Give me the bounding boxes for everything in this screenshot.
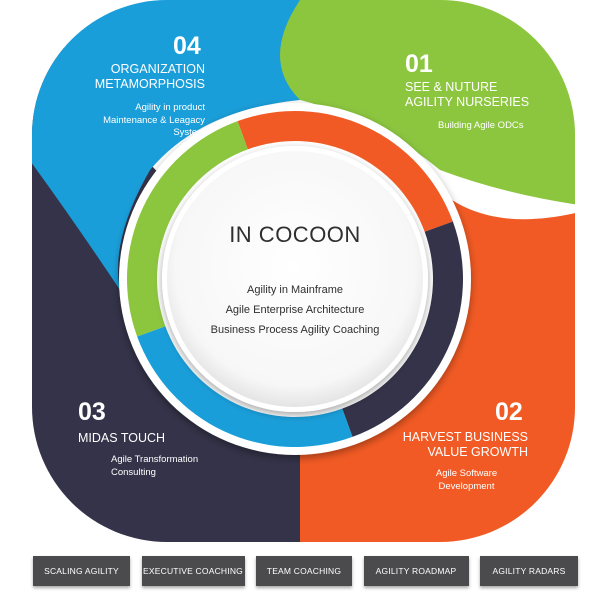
scaling-agility-button[interactable]: SCALING AGILITY bbox=[33, 556, 130, 586]
cocoon-diagram bbox=[32, 0, 575, 542]
quadrant-04-desc-line2: Maintenance & Leagacy bbox=[103, 114, 205, 126]
quadrant-02: 02 HARVEST BUSINESS VALUE GROWTH Agile S… bbox=[385, 398, 528, 493]
quadrant-01-number: 01 bbox=[405, 50, 433, 78]
quadrant-02-desc-line1: Agile Software bbox=[435, 468, 498, 479]
center-ring bbox=[119, 103, 471, 455]
quadrant-03-desc-line1: Agile Transformation bbox=[111, 454, 199, 465]
ring-segment-navy bbox=[342, 221, 463, 437]
center-item: Business Process Agility Coaching bbox=[210, 324, 380, 336]
quadrant-04-title-line1: ORGANIZATION bbox=[110, 62, 205, 76]
quadrant-01: 01 SEE & NUTURE AGILITY NURSERIES Buildi… bbox=[405, 50, 565, 133]
quadrant-04-title-line2: METAMORPHOSIS bbox=[94, 77, 205, 91]
ring-segment-green bbox=[127, 121, 248, 337]
quadrant-01-title-line2: AGILITY NURSERIES bbox=[405, 95, 530, 109]
quadrant-01-title-line1: SEE & NUTURE bbox=[405, 80, 498, 94]
quadrant-03-title-line1: MIDAS TOUCH bbox=[78, 431, 166, 445]
quadrant-02-title-line2: VALUE GROWTH bbox=[427, 445, 528, 459]
ring-segment-blue bbox=[137, 326, 353, 447]
ring-segment-orange bbox=[237, 111, 453, 232]
executive-coaching-button[interactable]: EXECUTIVE COACHING bbox=[141, 556, 245, 586]
quadrant-04-desc-line1: Agility in product bbox=[135, 102, 205, 113]
center-item: Agile Enterprise Architecture bbox=[225, 304, 365, 316]
agility-radars-button[interactable]: AGILITY RADARS bbox=[480, 556, 578, 586]
quadrant-01-shape bbox=[200, 0, 575, 210]
quadrant-04-shape bbox=[32, 0, 300, 290]
quadrant-04-desc-line3: System bbox=[173, 127, 205, 138]
quadrant-02-title-line1: HARVEST BUSINESS bbox=[402, 430, 528, 444]
footer-buttons: SCALING AGILITY EXECUTIVE COACHING TEAM … bbox=[33, 556, 578, 586]
quadrant-02-number: 02 bbox=[495, 398, 523, 426]
quadrant-04-number: 04 bbox=[173, 32, 201, 60]
quadrant-03-number: 03 bbox=[78, 398, 106, 426]
agility-roadmap-button[interactable]: AGILITY ROADMAP bbox=[363, 556, 469, 586]
quadrant-04: 04 ORGANIZATION METAMORPHOSIS Agility in… bbox=[55, 32, 205, 140]
quadrant-01-desc-line1: Building Agile ODCs bbox=[438, 120, 524, 131]
quadrant-03: 03 MIDAS TOUCH Agile Transformation Cons… bbox=[78, 398, 218, 479]
center-title: IN COCOON bbox=[229, 222, 361, 247]
team-coaching-button[interactable]: TEAM COACHING bbox=[256, 556, 352, 586]
quadrant-02-desc-line2: Development bbox=[438, 480, 495, 492]
center-item: Agility in Mainframe bbox=[247, 284, 343, 296]
quadrant-03-desc-line2: Consulting bbox=[111, 466, 156, 478]
center-items: Agility in Mainframe Agile Enterprise Ar… bbox=[155, 280, 435, 340]
